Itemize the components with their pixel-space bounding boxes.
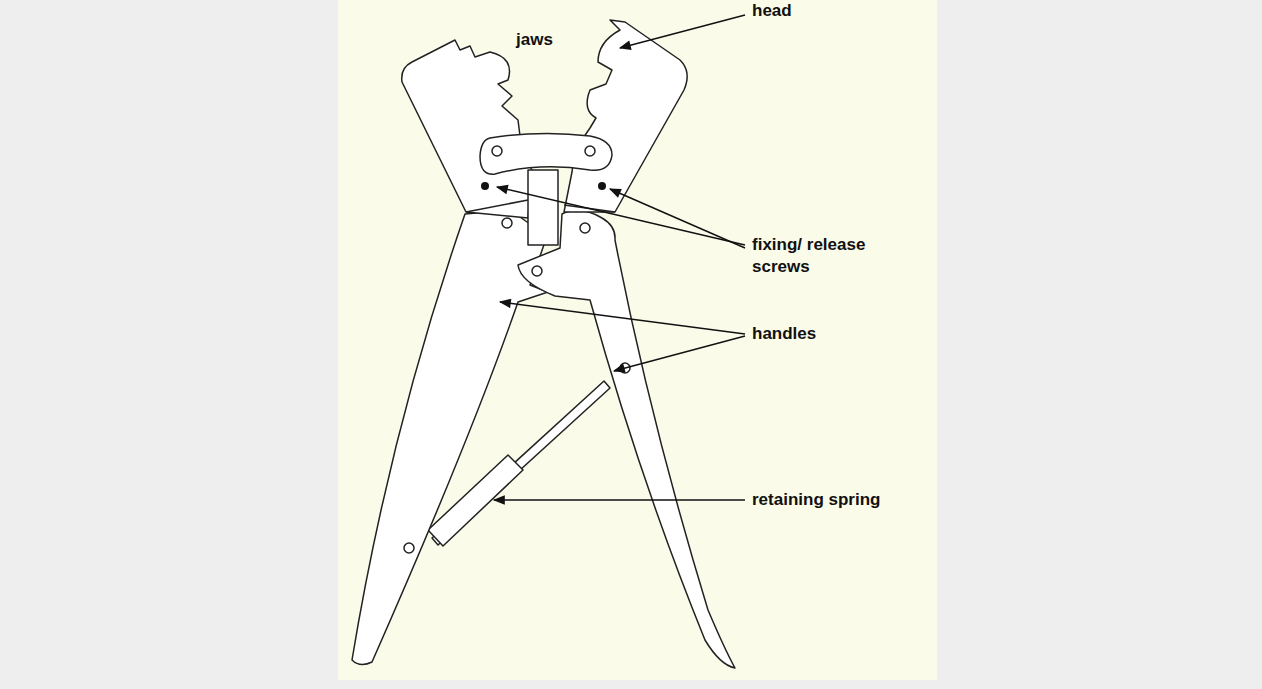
callout-label: handles bbox=[752, 323, 852, 345]
leader-line bbox=[494, 499, 745, 500]
right-head bbox=[564, 20, 687, 212]
right-handle bbox=[518, 210, 735, 668]
link-plate bbox=[480, 133, 612, 174]
panel bbox=[338, 0, 937, 680]
leader-line bbox=[614, 336, 745, 371]
ram bbox=[528, 170, 558, 245]
leader-line bbox=[610, 189, 745, 248]
head-joint bbox=[466, 200, 528, 212]
fixing-screw bbox=[598, 182, 606, 190]
callout-label: head bbox=[752, 0, 832, 22]
pivot-hole bbox=[492, 146, 502, 156]
pivot-hole bbox=[580, 223, 590, 233]
spring-pin bbox=[404, 543, 414, 553]
callout-label: fixing/ release screws bbox=[752, 234, 892, 278]
leader-line bbox=[620, 15, 745, 48]
part-label: jaws bbox=[516, 29, 576, 51]
leader-line bbox=[500, 302, 745, 334]
left-handle bbox=[352, 210, 548, 665]
leader-line bbox=[497, 187, 745, 245]
pivot-hole bbox=[585, 146, 595, 156]
callout-label: retaining spring bbox=[752, 489, 922, 511]
pivot-hole bbox=[532, 266, 542, 276]
pivot-hole bbox=[502, 218, 512, 228]
fixing-screw bbox=[481, 182, 489, 190]
